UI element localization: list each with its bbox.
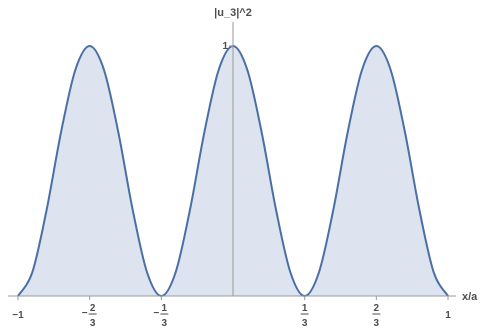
x-tick-label: 1 [445, 310, 451, 321]
svg-text:3: 3 [374, 318, 380, 329]
x-tick-label: −1 [12, 310, 24, 321]
x-tick-label: 13 [300, 303, 309, 329]
svg-text:−: − [153, 308, 159, 319]
y-axis-label: |u_3|^2 [214, 7, 252, 19]
y-ticks: 1 [222, 41, 233, 52]
svg-text:−: − [82, 308, 88, 319]
svg-text:1: 1 [302, 303, 308, 314]
x-tick-label: −2 3 [82, 303, 97, 329]
svg-text:2: 2 [90, 303, 96, 314]
svg-text:2: 2 [374, 303, 380, 314]
x-axis-label: x/a [462, 291, 478, 303]
svg-text:3: 3 [302, 318, 308, 329]
svg-text:3: 3 [90, 318, 96, 329]
y-tick-label: 1 [222, 41, 228, 52]
x-tick-label: 23 [372, 303, 381, 329]
x-tick-label: −1 3 [153, 303, 169, 329]
svg-text:1: 1 [162, 303, 168, 314]
svg-text:3: 3 [162, 318, 168, 329]
